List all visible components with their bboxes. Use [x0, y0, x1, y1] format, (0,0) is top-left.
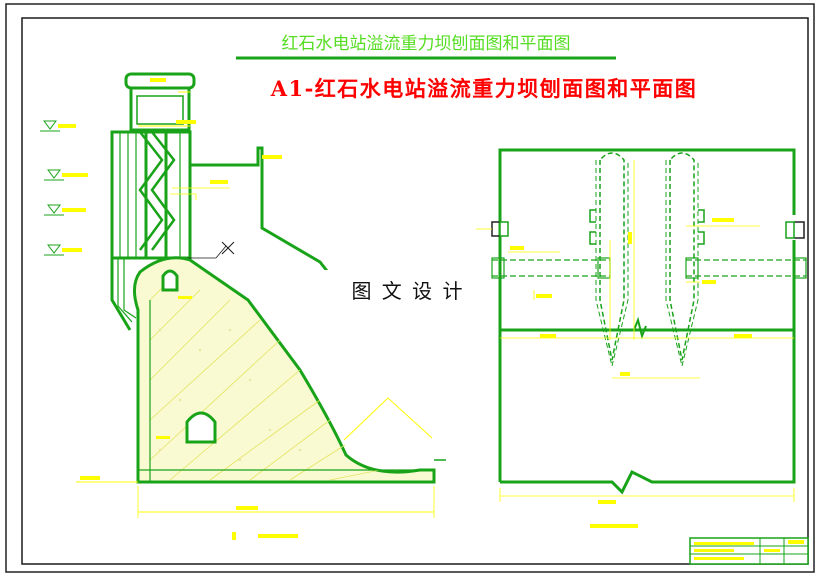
gate-zigzag — [138, 131, 164, 251]
upper-gallery — [161, 269, 179, 292]
deck-bands — [492, 259, 806, 277]
watermark-bg — [322, 270, 490, 312]
pier-left — [599, 152, 625, 361]
gate-slot — [144, 130, 168, 260]
energy-dissipator — [343, 397, 433, 441]
plan-outline-left — [498, 148, 796, 482]
plan-view — [476, 148, 807, 528]
water-level-markers — [40, 120, 64, 256]
water-level-labels — [58, 124, 88, 252]
pier-right — [669, 152, 695, 361]
overlay-title: A1-红石水电站溢流重力坝刨面图和平面图 — [270, 76, 698, 101]
title-block — [689, 537, 809, 565]
watermark-text: 图 文 设 计 — [351, 279, 464, 303]
inner-frame — [21, 17, 809, 565]
cross-mark — [221, 241, 235, 255]
header-title: 红石水电站溢流重力坝刨面图和平面图 — [282, 34, 571, 54]
lower-gallery — [185, 411, 217, 444]
crest-profile — [188, 146, 344, 291]
section-view — [40, 72, 446, 540]
hoist-frame — [129, 86, 191, 132]
